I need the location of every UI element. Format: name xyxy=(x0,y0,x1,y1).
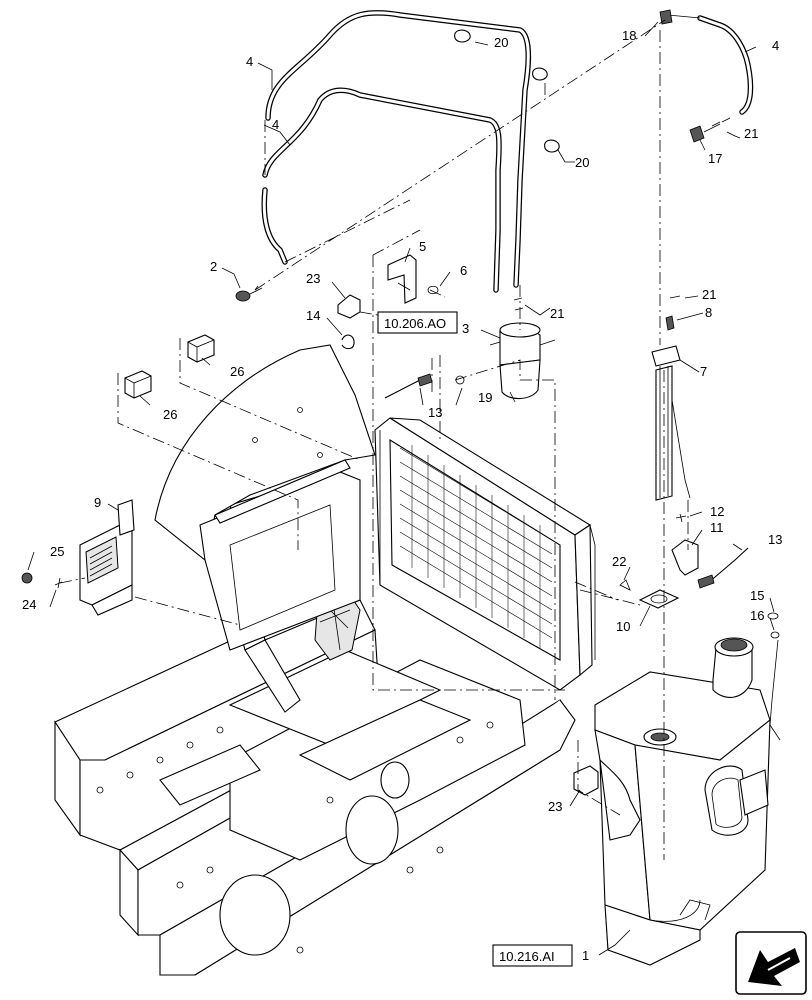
callout-21-filter: 21 xyxy=(550,306,564,321)
callout-leaders xyxy=(27,21,775,956)
callout-13-left: 13 xyxy=(428,405,442,420)
callout-16: 16 xyxy=(750,608,764,623)
callout-25: 25 xyxy=(50,544,64,559)
callout-20-lower: 20 xyxy=(575,155,589,170)
callout-20-upper: 20 xyxy=(494,35,508,50)
reference-box-fuel-tank[interactable]: 10.216.AI xyxy=(492,944,573,967)
callout-23-lower: 23 xyxy=(548,799,562,814)
callout-2: 2 xyxy=(210,259,217,274)
pad-23-lower xyxy=(573,765,599,796)
callout-21-middle: 21 xyxy=(702,287,716,302)
harness-13-left xyxy=(384,373,433,399)
wire-16 xyxy=(769,639,781,741)
bracket-5 xyxy=(387,254,417,304)
plate-11 xyxy=(671,539,699,576)
fuel-filter-3 xyxy=(489,322,556,403)
front-direction-arrow-icon xyxy=(735,931,807,995)
cab-side-panel xyxy=(154,344,376,651)
callout-26-lower: 26 xyxy=(163,407,177,422)
harness-13-right xyxy=(697,547,749,589)
pad-23-upper xyxy=(337,294,361,319)
fuel-tank xyxy=(594,637,771,966)
callout-17: 17 xyxy=(708,151,722,166)
callout-3: 3 xyxy=(462,321,469,336)
callout-7: 7 xyxy=(700,364,707,379)
callout-1: 1 xyxy=(582,948,589,963)
gasket-10 xyxy=(638,589,680,609)
callout-15: 15 xyxy=(750,588,764,603)
ecu-9 xyxy=(79,499,135,616)
callout-4-left-lower: 4 xyxy=(272,117,279,132)
callout-12: 12 xyxy=(710,504,724,519)
sender-unit-7 xyxy=(651,345,691,501)
callout-8: 8 xyxy=(705,305,712,320)
callout-14: 14 xyxy=(306,308,320,323)
fuel-hoses xyxy=(261,10,754,293)
pad-26 xyxy=(124,334,215,399)
reference-label-fuel-tank: 10.216.AI xyxy=(499,949,555,964)
callout-4-right: 4 xyxy=(772,38,779,53)
callout-19: 19 xyxy=(478,390,492,405)
grille-mesh xyxy=(399,445,553,648)
assembly-lines xyxy=(59,19,689,860)
callout-9: 9 xyxy=(94,495,101,510)
callout-6: 6 xyxy=(460,263,467,278)
fittings xyxy=(21,9,780,639)
callout-26-upper: 26 xyxy=(230,364,244,379)
callout-21-upper: 21 xyxy=(744,126,758,141)
callout-22: 22 xyxy=(612,554,626,569)
reference-label-fuel-filter: 10.206.AO xyxy=(384,316,446,331)
hose-clamps xyxy=(454,29,560,153)
callout-13-right: 13 xyxy=(768,532,782,547)
callout-18: 18 xyxy=(622,28,636,43)
machine-frame xyxy=(54,474,576,976)
callout-4-left-upper: 4 xyxy=(246,54,253,69)
callout-10: 10 xyxy=(616,619,630,634)
cooling-grille-frame xyxy=(374,417,596,691)
callout-24: 24 xyxy=(22,597,36,612)
reference-box-fuel-filter[interactable]: 10.206.AO xyxy=(377,311,458,334)
callout-labels: 1 2 3 4 4 4 5 6 7 8 9 10 11 12 13 13 14 … xyxy=(22,28,782,963)
callout-5: 5 xyxy=(419,239,426,254)
callout-23-upper: 23 xyxy=(306,271,320,286)
callout-11: 11 xyxy=(710,520,724,535)
